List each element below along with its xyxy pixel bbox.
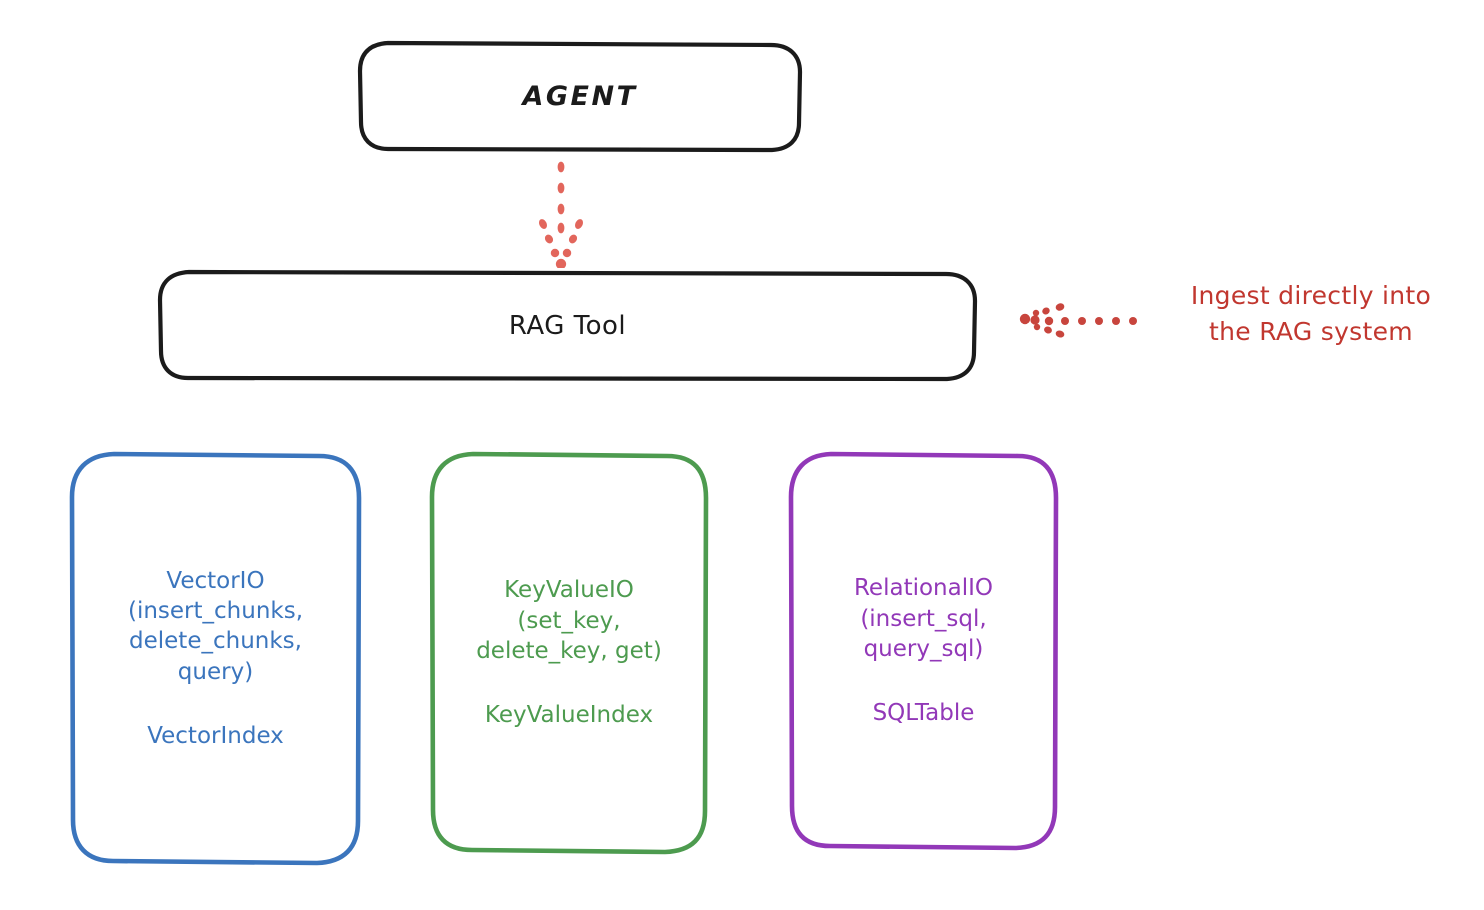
node-vector-io[interactable]: VectorIO (insert_chunks, delete_chunks, … — [67, 449, 364, 868]
agent-label: AGENT — [522, 81, 638, 112]
node-rag-tool[interactable]: RAG Tool — [155, 268, 980, 383]
vector-io-api-label: VectorIO (insert_chunks, delete_chunks, … — [127, 567, 304, 685]
connector-ingest-annotation — [1019, 303, 1137, 338]
dotted-arrow-down-icon — [538, 161, 584, 270]
key-value-io-api-label: KeyValueIO (set_key, delete_key, get) — [476, 577, 662, 664]
node-agent[interactable]: AGENT — [355, 39, 805, 154]
key-value-index-label: KeyValueIndex — [484, 702, 654, 729]
vector-index-label: VectorIndex — [147, 723, 284, 750]
node-relational-io[interactable]: RelationalIO (insert_sql, query_sql) SQL… — [786, 449, 1061, 853]
node-key-value-io[interactable]: KeyValueIO (set_key, delete_key, get) Ke… — [427, 449, 711, 857]
annotation-ingest-note: Ingest directly into the RAG system — [1190, 281, 1432, 346]
dotted-arrow-left-icon — [1019, 303, 1137, 338]
relational-io-api-label: RelationalIO (insert_sql, query_sql) — [853, 575, 993, 662]
rag-tool-label: RAG Tool — [508, 310, 627, 341]
connector-agent-to-rag-tool — [538, 161, 584, 270]
sql-table-label: SQLTable — [872, 700, 975, 727]
